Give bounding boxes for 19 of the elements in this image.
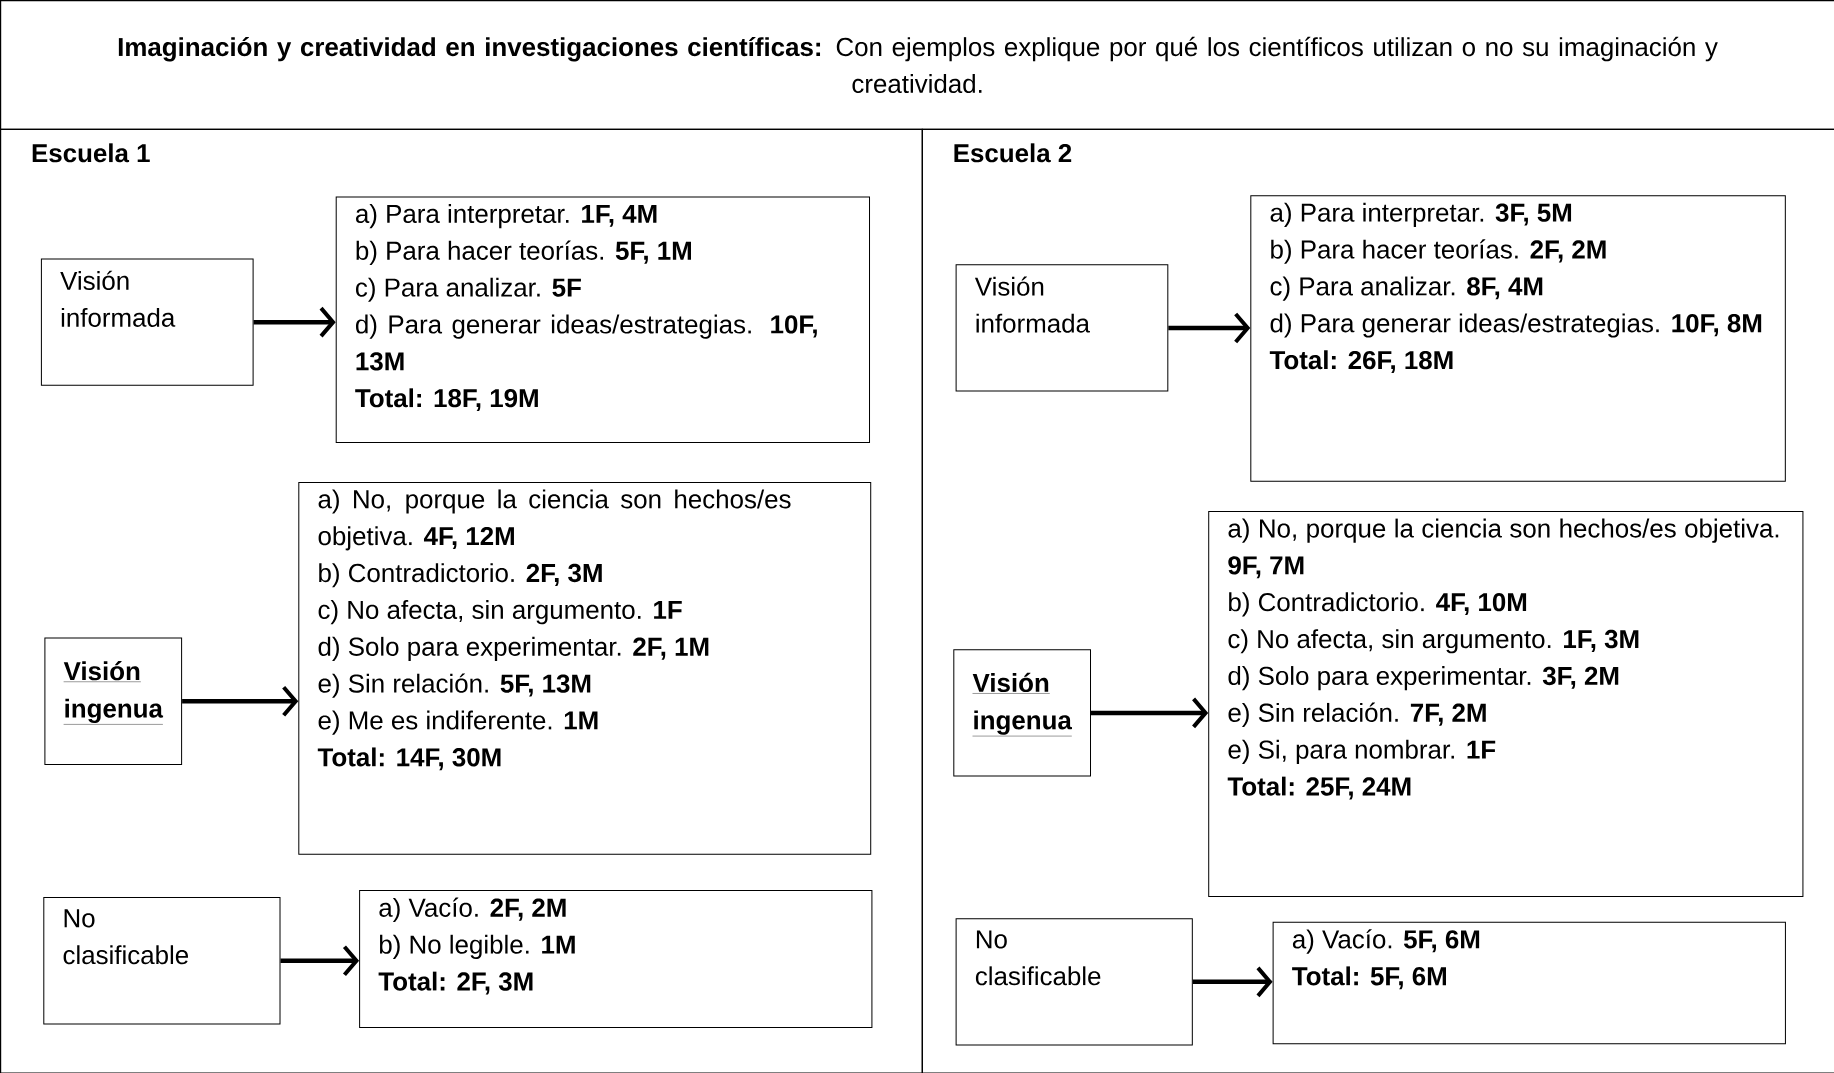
- answer-box: a) Para interpretar. 3F, 5M b) Para hacer teorías. 2F, 2M c) Para analizar. 8F, 4M d) Para generar ideas/estrategias. 10F, 8M Total: 26F, 18M: [1250, 195, 1786, 482]
- category-box: Visión informada: [955, 264, 1169, 392]
- arrow: [1091, 697, 1209, 729]
- answer-box: a) Para interpretar. 1F, 4M b) Para hacer teorías. 5F, 1M c) Para analizar. 5F d) Para generar ideas/estrategias. 10F, 13M Total: 18F, 19M: [335, 196, 870, 444]
- category-box: No clasificable: [43, 897, 281, 1025]
- arrow: [253, 306, 336, 338]
- arrow: [1192, 966, 1273, 998]
- title-band: Imaginación y creatividad en investigaciones científicas: Con ejemplos explique por qué los científicos utilizan o no su imaginación y creatividad.: [0, 0, 1834, 130]
- answer-box: a) No, porque la ciencia son hechos/es objetiva. 9F, 7M b) Contradictorio. 4F, 10M c) No afecta, sin argumento. 1F, 3M d) Solo para experimentar. 3F, 2M e) Sin relación. 7F, 2M e) Si, para nombrar. 1F Total: 25F, 24M: [1208, 511, 1804, 897]
- answer-box: a) No, porque la ciencia son hechos/es objetiva. 4F, 12M b) Contradictorio. 2F, 3M c) No afecta, sin argumento. 1F d) Solo para experimentar. 2F, 1M e) Sin relación. 5F, 13M e) Me es indiferente. 1M Total: 14F, 30M: [298, 481, 872, 855]
- arrow: [1168, 312, 1251, 344]
- category-box: No clasificable: [955, 918, 1193, 1046]
- answer-box: a) Vacío. 5F, 6M Total: 5F, 6M: [1272, 921, 1786, 1045]
- category-box: Visión ingenua: [953, 649, 1091, 777]
- category-box: Visión informada: [40, 258, 254, 386]
- answer-box: a) Vacío. 2F, 2M b) No legible. 1M Total: 2F, 3M: [359, 890, 873, 1028]
- category-box: Visión ingenua: [44, 637, 183, 765]
- arrow: [182, 685, 299, 717]
- arrow: [280, 945, 360, 977]
